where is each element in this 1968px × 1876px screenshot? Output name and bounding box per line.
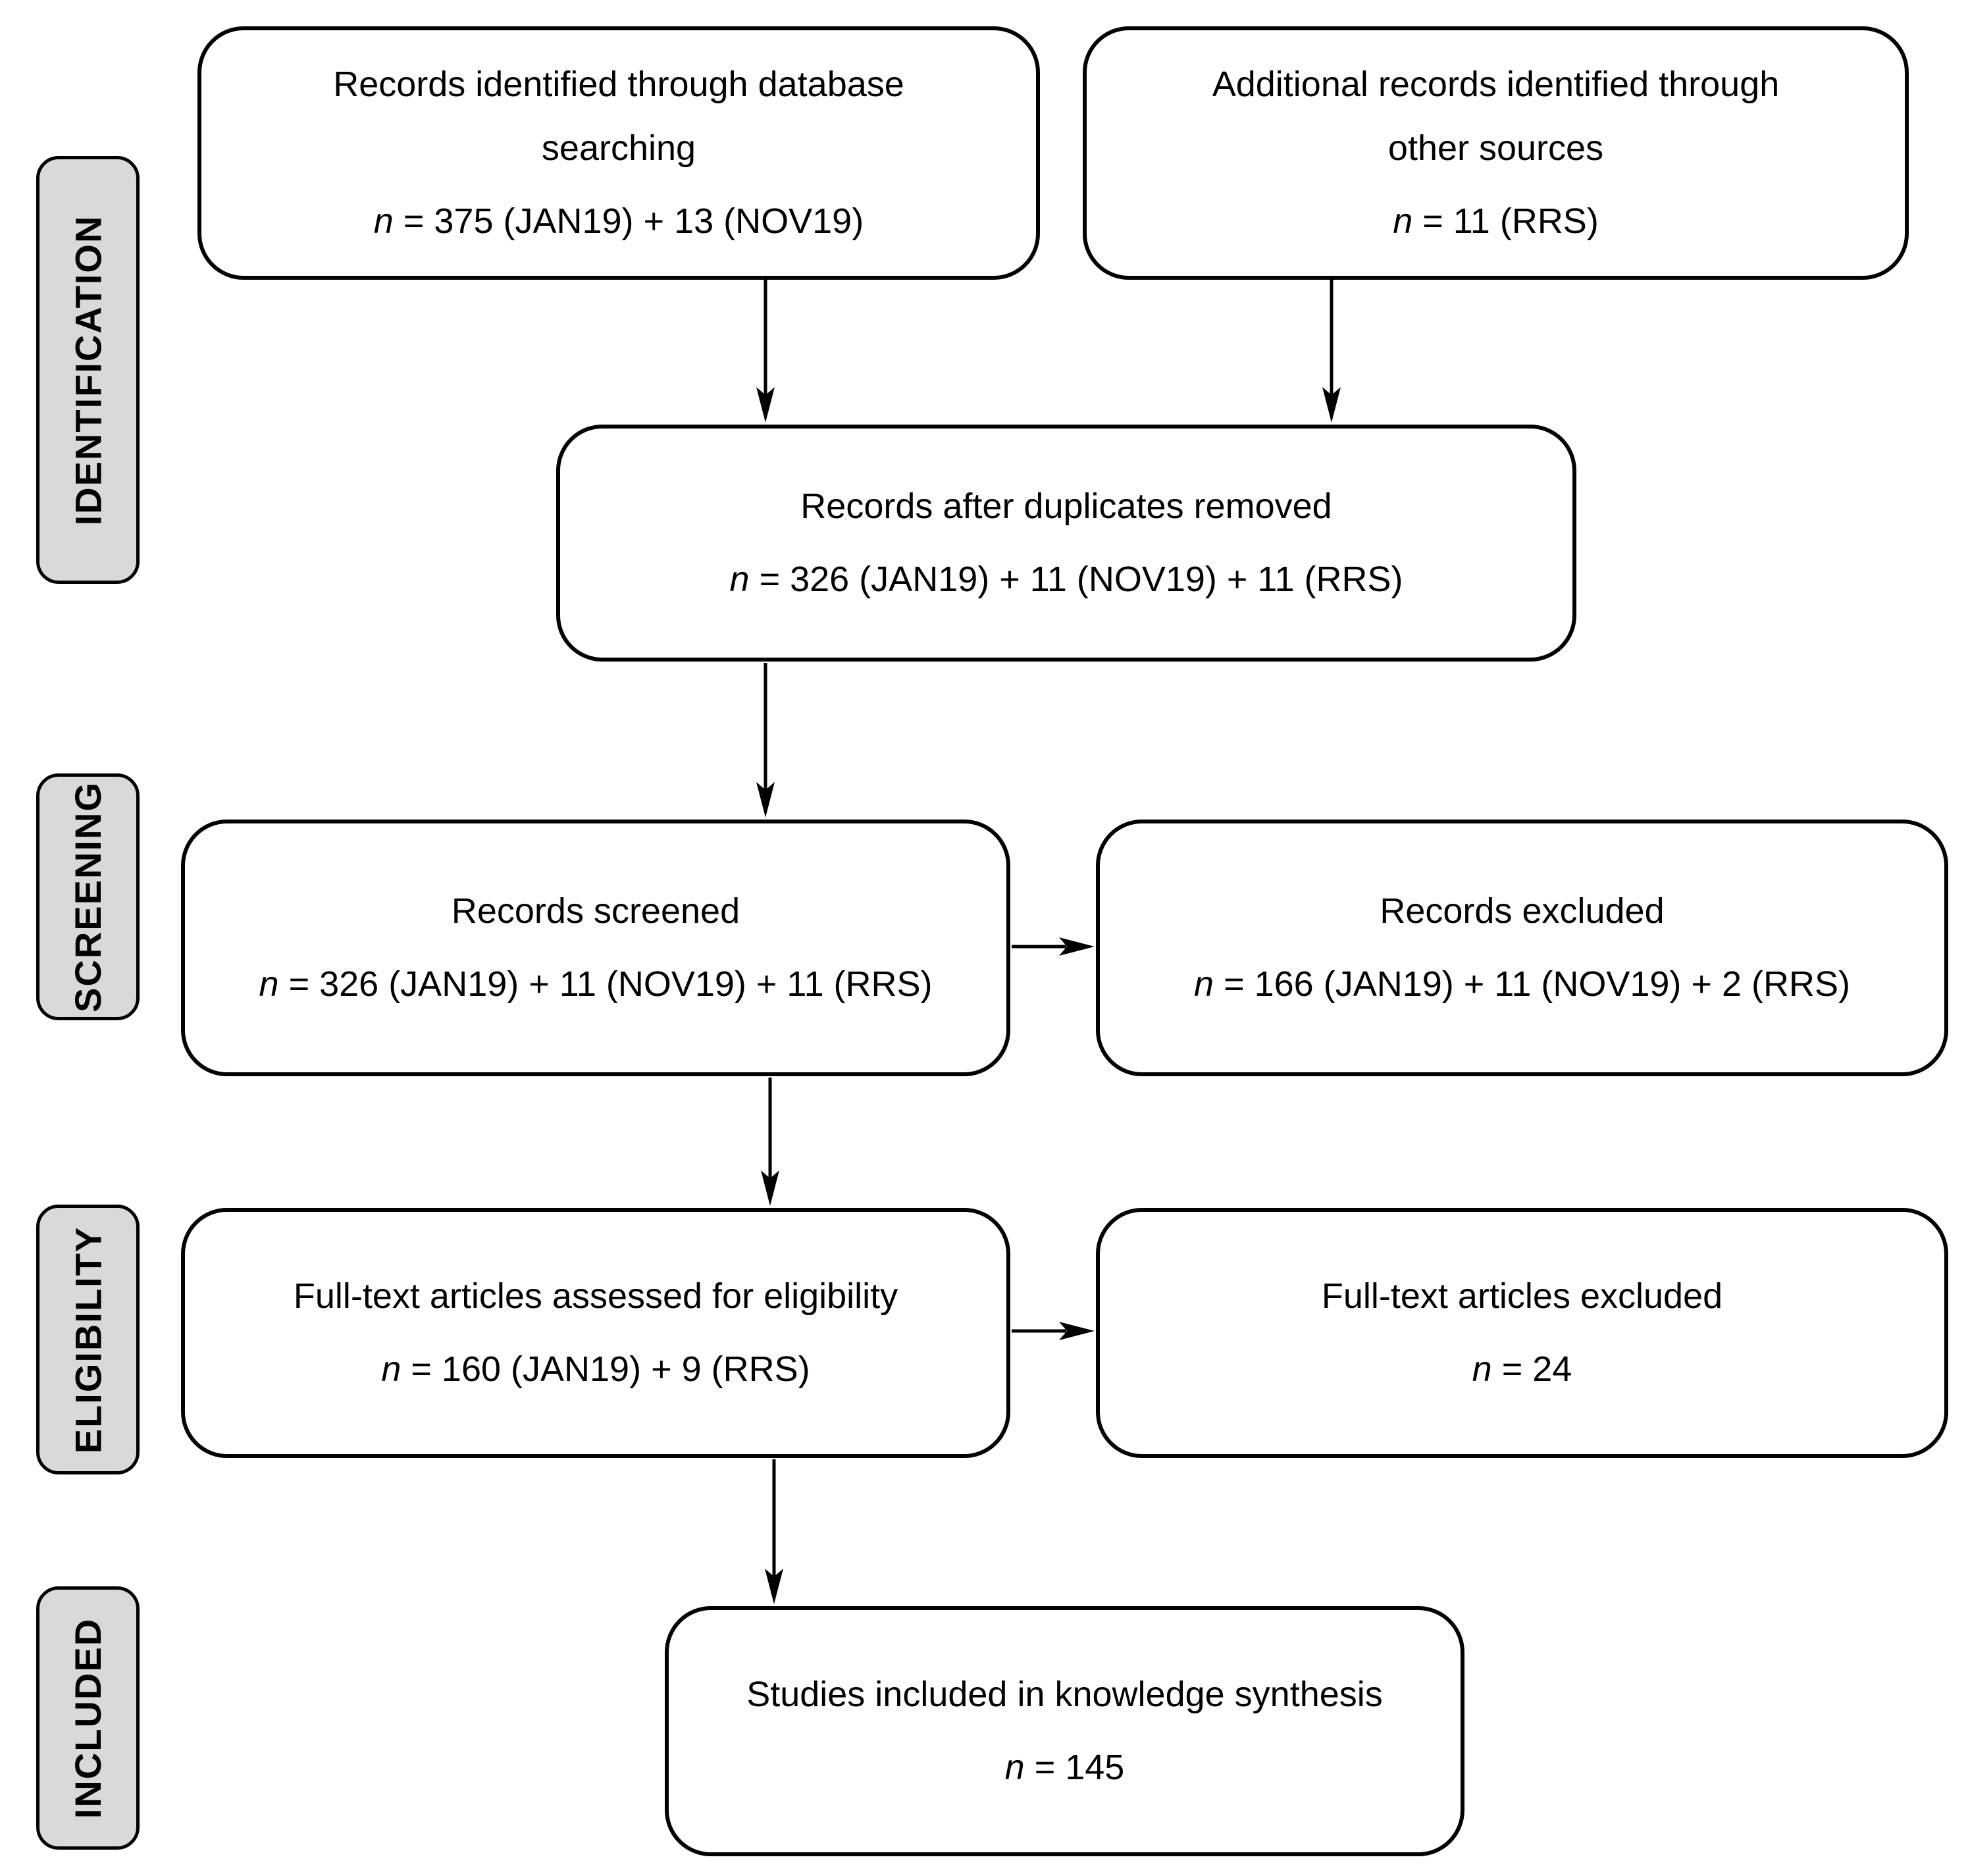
box-count: n = 375 (JAN19) + 13 (NOV19) <box>374 190 864 253</box>
box-title-line: searching <box>541 128 696 168</box>
box-count: n = 326 (JAN19) + 11 (NOV19) + 11 (RRS) <box>730 548 1403 612</box>
n-value: = 375 (JAN19) + 13 (NOV19) <box>393 201 864 242</box>
arrow-db-search-to-duplicates <box>756 278 775 423</box>
stage-label-identification: IDENTIFICATION <box>36 156 140 584</box>
box-fulltext-assessed: Full-text articles assessed for eligibil… <box>181 1208 1010 1458</box>
stage-label-screening: SCREENING <box>36 773 140 1020</box>
box-studies-included: Studies included in knowledge synthesis … <box>665 1606 1464 1856</box>
box-count: n = 326 (JAN19) + 11 (NOV19) + 11 (RRS) <box>259 952 933 1016</box>
box-title-line: Full-text articles excluded <box>1321 1276 1723 1316</box>
n-symbol: n <box>381 1349 401 1389</box>
box-records-screened: Records screened n = 326 (JAN19) + 11 (N… <box>181 820 1010 1076</box>
box-title-line: Records excluded <box>1380 891 1665 931</box>
arrow-fulltext-to-fulltext-excluded <box>1012 1322 1095 1340</box>
stage-label-included: INCLUDED <box>36 1586 140 1850</box>
n-symbol: n <box>1393 201 1413 242</box>
n-symbol: n <box>1004 1748 1025 1787</box>
box-count: n = 160 (JAN19) + 9 (RRS) <box>381 1338 810 1401</box>
box-records-identified-database: Records identified through database sear… <box>197 26 1040 280</box>
arrow-screened-to-fulltext <box>761 1078 779 1206</box>
box-fulltext-excluded: Full-text articles excluded n = 24 <box>1096 1208 1948 1458</box>
n-symbol: n <box>1194 964 1214 1004</box>
n-value: = 326 (JAN19) + 11 (NOV19) + 11 (RRS) <box>749 560 1403 599</box>
box-count: n = 24 <box>1472 1338 1572 1401</box>
box-count: n = 145 <box>1005 1736 1125 1800</box>
n-value: = 24 <box>1491 1349 1572 1389</box>
box-count: n = 166 (JAN19) + 11 (NOV19) + 2 (RRS) <box>1194 952 1850 1016</box>
box-title-line: Studies included in knowledge synthesis <box>746 1674 1383 1714</box>
n-value: = 326 (JAN19) + 11 (NOV19) + 11 (RRS) <box>278 964 933 1004</box>
n-symbol: n <box>729 560 750 599</box>
arrow-fulltext-to-included <box>765 1459 783 1604</box>
arrow-screened-to-excluded <box>1012 937 1095 956</box>
n-symbol: n <box>373 201 394 242</box>
box-title-line: Full-text articles assessed for eligibil… <box>293 1276 898 1316</box>
arrow-duplicates-to-screened <box>756 663 775 818</box>
arrow-other-sources-to-duplicates <box>1322 278 1341 423</box>
n-value: = 145 <box>1024 1748 1125 1787</box>
box-additional-records-other-sources: Additional records identified through ot… <box>1083 26 1909 280</box>
box-records-after-duplicates-removed: Records after duplicates removed n = 326… <box>556 425 1576 662</box>
box-count: n = 11 (RRS) <box>1393 190 1599 253</box>
n-value: = 160 (JAN19) + 9 (RRS) <box>401 1349 810 1389</box>
box-title-line: other sources <box>1387 128 1604 168</box>
n-symbol: n <box>1472 1349 1492 1389</box>
stage-label-eligibility: ELIGIBILITY <box>36 1205 140 1474</box>
box-title-line: Records screened <box>451 891 740 931</box>
n-value: = 166 (JAN19) + 11 (NOV19) + 2 (RRS) <box>1214 964 1850 1004</box>
n-symbol: n <box>259 964 279 1004</box>
n-value: = 11 (RRS) <box>1412 201 1599 242</box>
box-title-line: Records identified through database <box>333 64 904 104</box>
box-records-excluded: Records excluded n = 166 (JAN19) + 11 (N… <box>1096 820 1948 1076</box>
box-title-line: Additional records identified through <box>1212 64 1780 104</box>
box-title-line: Records after duplicates removed <box>800 486 1332 526</box>
